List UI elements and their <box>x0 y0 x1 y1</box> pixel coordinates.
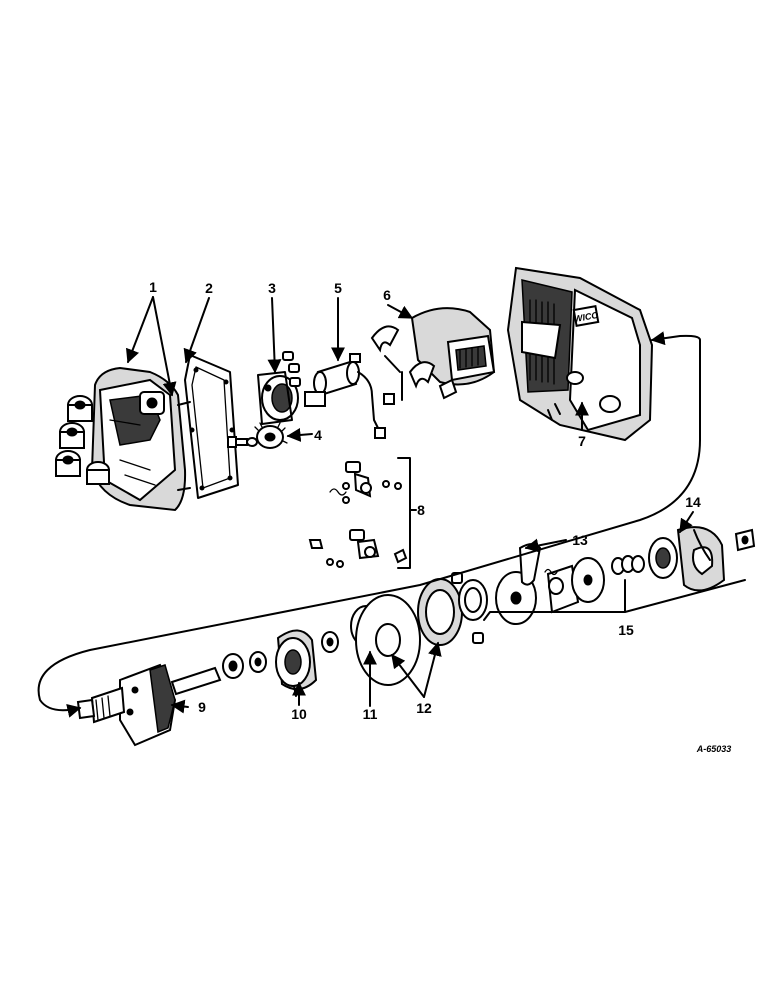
part-5-condenser <box>304 353 386 439</box>
part-1-distributor-cap <box>55 366 191 512</box>
part-7-magneto-housing: WICO <box>506 266 654 442</box>
leader-lines <box>37 296 746 718</box>
callout-10: 10 <box>291 706 307 722</box>
part-6-coil <box>370 307 496 405</box>
part-4-drive-gear <box>227 422 288 449</box>
part-12-plates <box>355 572 488 686</box>
part-10-bearing <box>222 629 318 697</box>
part-13-cam-assembly <box>495 543 645 625</box>
callout-8: 8 <box>417 502 425 518</box>
callout-9: 9 <box>198 699 206 715</box>
part-8-breaker-points <box>308 457 417 569</box>
callout-11: 11 <box>363 706 378 722</box>
callout-15: 15 <box>618 622 634 638</box>
callout-5: 5 <box>334 280 342 296</box>
callout-6: 6 <box>383 287 391 303</box>
part-14-impulse-cover <box>648 526 756 592</box>
part-9-rotor-shaft <box>76 663 222 747</box>
part-3-rotor-gear <box>257 351 301 425</box>
callout-13: 13 <box>572 532 588 548</box>
svg-text:WICO: WICO <box>573 310 599 324</box>
callout-2: 2 <box>205 280 213 296</box>
callout-1: 1 <box>149 279 157 295</box>
callout-4: 4 <box>314 427 322 443</box>
callout-14: 14 <box>685 494 701 510</box>
callout-7: 7 <box>578 433 586 449</box>
callout-labels: 1 2 3 4 5 6 7 8 9 10 11 12 13 14 15 A-65… <box>149 279 731 754</box>
drawing-code: A-65033 <box>696 744 732 754</box>
part-2-gasket <box>184 354 239 499</box>
callout-3: 3 <box>268 280 276 296</box>
callout-12: 12 <box>416 700 432 716</box>
